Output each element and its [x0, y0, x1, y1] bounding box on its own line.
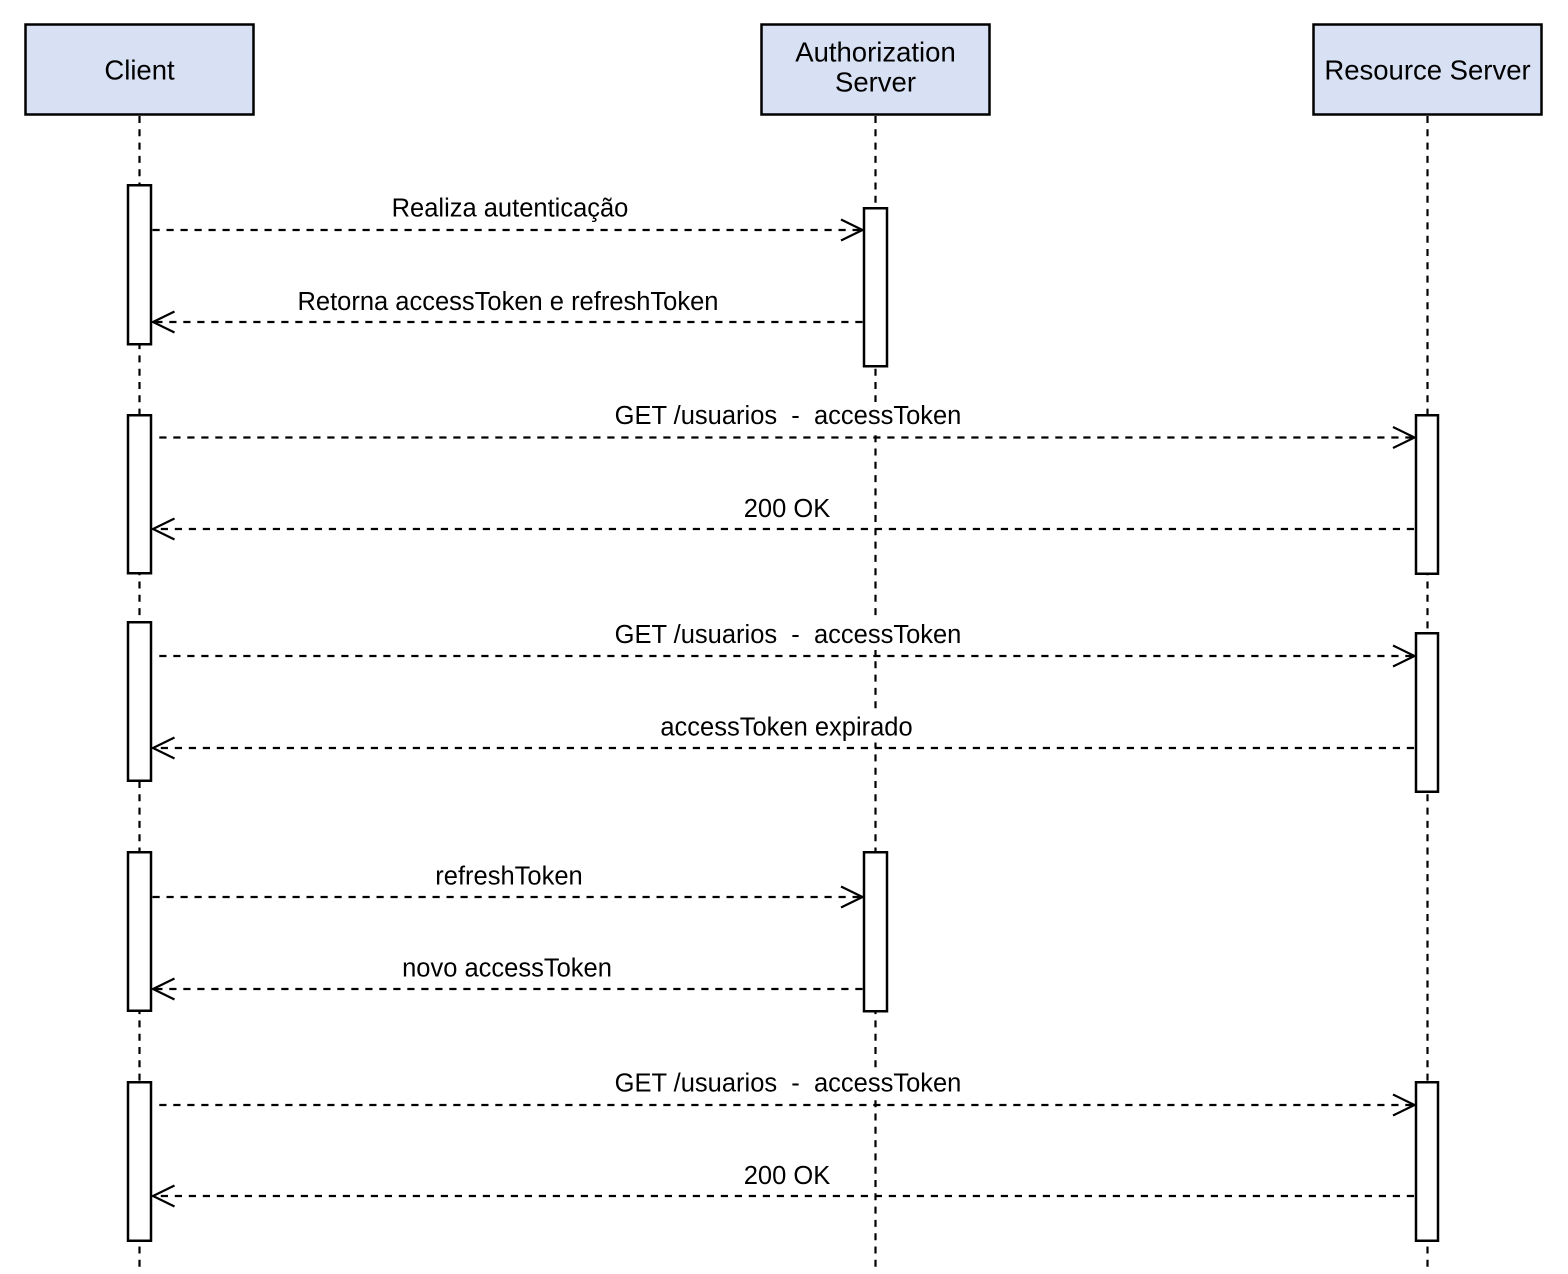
- svg-text:GET /usuarios - accessToken: GET /usuarios - accessToken: [615, 402, 962, 430]
- svg-text:accessToken expirado: accessToken expirado: [660, 714, 912, 742]
- svg-text:refreshToken: refreshToken: [435, 863, 582, 891]
- svg-text:200 OK: 200 OK: [744, 495, 830, 523]
- svg-text:Client: Client: [104, 55, 175, 86]
- svg-text:Server: Server: [835, 67, 916, 98]
- svg-text:Retorna accessToken e refreshT: Retorna accessToken e refreshToken: [298, 288, 719, 316]
- svg-text:Realiza autenticação: Realiza autenticação: [392, 195, 629, 223]
- svg-text:novo accessToken: novo accessToken: [402, 955, 612, 983]
- svg-text:200 OK: 200 OK: [744, 1162, 830, 1190]
- svg-text:Authorization: Authorization: [795, 37, 956, 68]
- svg-text:GET /usuarios - accessToken: GET /usuarios - accessToken: [615, 1070, 962, 1098]
- svg-text:GET /usuarios - accessToken: GET /usuarios - accessToken: [615, 621, 962, 649]
- svg-text:Resource Server: Resource Server: [1324, 55, 1530, 86]
